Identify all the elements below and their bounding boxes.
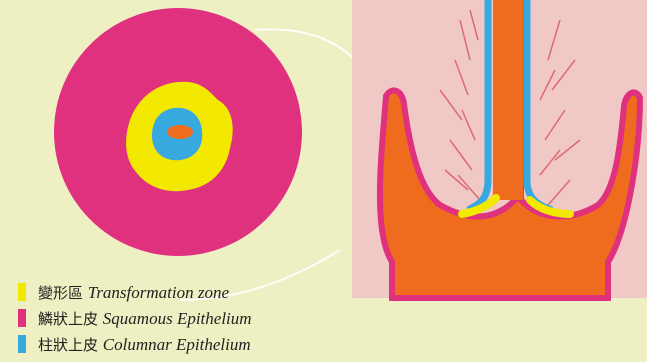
legend-item-columnar-epithelium: 柱狀上皮 Columnar Epithelium (18, 331, 252, 357)
magenta-swatch-icon (18, 309, 26, 327)
cervix-frontal-view (54, 8, 302, 256)
external-os (167, 125, 193, 139)
yellow-swatch-icon (18, 283, 26, 301)
legend-label-zh: 變形區 (38, 284, 83, 302)
blue-swatch-icon (18, 335, 26, 353)
legend-label-en: Transformation zone (88, 283, 229, 302)
legend-label-en: Columnar Epithelium (103, 335, 251, 354)
legend-item-transformation-zone: 變形區 Transformation zone (18, 279, 252, 305)
legend: 變形區 Transformation zone 鱗狀上皮 Squamous Ep… (18, 279, 252, 357)
endocervical-canal (493, 0, 523, 200)
legend-label-zh: 鱗狀上皮 (38, 310, 98, 328)
cervix-cross-section (352, 0, 647, 298)
legend-item-squamous-epithelium: 鱗狀上皮 Squamous Epithelium (18, 305, 252, 331)
legend-label-en: Squamous Epithelium (103, 309, 252, 328)
legend-label-zh: 柱狀上皮 (38, 336, 98, 354)
